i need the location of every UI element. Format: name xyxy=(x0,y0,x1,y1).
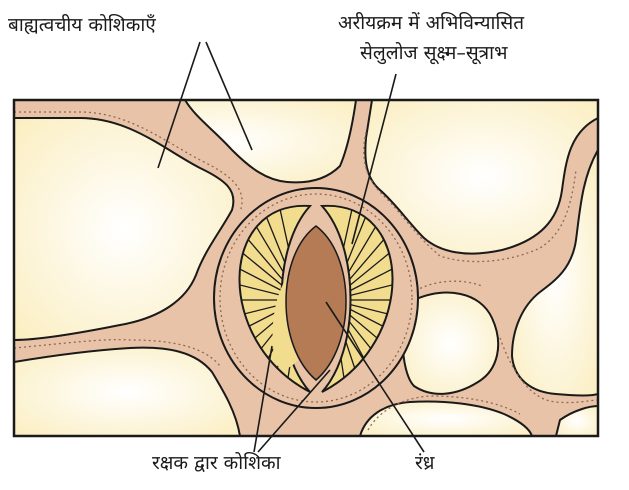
label-microfibrils-line1: अरीयक्रम में अभिविन्यासित xyxy=(338,12,524,35)
label-epidermal-cells: बाह्यत्वचीय कोशिकाएँ xyxy=(8,14,156,37)
label-microfibrils-line2: सेलुलोज सूक्ष्म–सूत्राभ xyxy=(360,42,507,65)
stomatal-complex xyxy=(214,188,418,408)
label-guard-cells: रक्षक द्वार कोशिका xyxy=(152,452,281,475)
label-stomatal-pore: रंध्र xyxy=(415,452,434,475)
